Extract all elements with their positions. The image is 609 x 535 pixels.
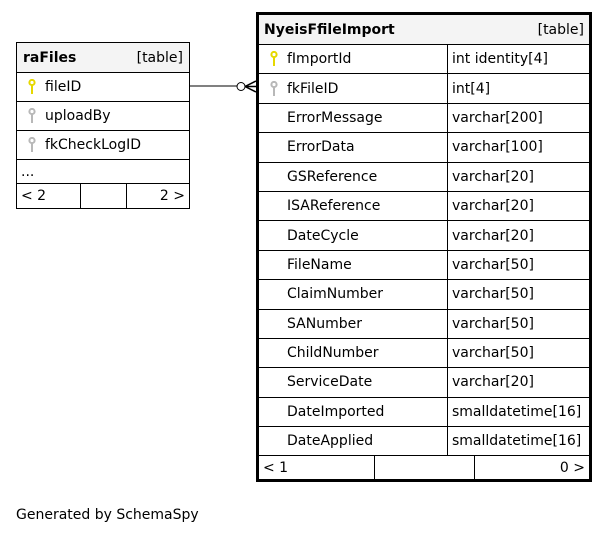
table-footer: < 1 0 > xyxy=(259,456,589,480)
table-nyeisffileimport[interactable]: NyeisFfileImport [table] fImportId int id… xyxy=(256,12,592,483)
column-name: fImportId xyxy=(287,51,352,68)
column-row[interactable]: uploadBy xyxy=(17,102,189,131)
column-type: int[4] xyxy=(447,74,589,103)
column-row[interactable]: DateImported smalldatetime[16] xyxy=(259,397,589,428)
column-name-cell: ErrorData xyxy=(259,133,447,161)
primary-key-icon xyxy=(267,51,281,67)
column-name: GSReference xyxy=(287,168,378,185)
column-name-cell: DateImported xyxy=(259,398,447,426)
foreign-key-icon xyxy=(25,108,39,124)
zero-cardinality-circle xyxy=(236,82,246,91)
column-name-cell: fkFileID xyxy=(259,74,447,102)
column-name-cell: ErrorMessage xyxy=(259,104,447,132)
column-row[interactable]: fkFileID int[4] xyxy=(259,74,589,104)
table-name[interactable]: NyeisFfileImport xyxy=(264,21,395,38)
column-name: ISAReference xyxy=(287,198,381,215)
column-type: int identity[4] xyxy=(447,45,589,74)
column-name-cell: GSReference xyxy=(259,163,447,191)
table-footer: < 2 2 > xyxy=(17,184,189,208)
table-rafiles[interactable]: raFiles [table] fileID uploadBy fkCheckLog… xyxy=(16,42,190,209)
column-type: varchar[50] xyxy=(447,338,589,368)
column-row[interactable]: DateApplied smalldatetime[16] xyxy=(259,427,589,457)
column-name-cell: DateApplied xyxy=(259,427,447,455)
column-name: fkCheckLogID xyxy=(45,137,142,153)
column-name: ServiceDate xyxy=(287,374,373,391)
column-type: varchar[100] xyxy=(447,133,589,162)
column-name-cell: FileName xyxy=(259,251,447,279)
column-name-cell: SANumber xyxy=(259,310,447,338)
column-name-cell: fileID xyxy=(17,73,189,101)
column-row[interactable]: SANumber varchar[50] xyxy=(259,309,589,339)
column-name: DateCycle xyxy=(287,227,359,244)
more-columns-row: ... xyxy=(17,160,189,184)
child-count[interactable]: 0 > xyxy=(559,459,585,476)
ellipsis: ... xyxy=(21,163,35,180)
column-row[interactable]: ISAReference varchar[20] xyxy=(259,191,589,222)
column-row[interactable]: ErrorMessage varchar[200] xyxy=(259,103,589,134)
footer-spacer xyxy=(375,456,475,480)
column-type: varchar[20] xyxy=(447,191,589,221)
column-type: varchar[50] xyxy=(447,280,589,309)
column-name-cell: DateCycle xyxy=(259,221,447,249)
column-name: ChildNumber xyxy=(287,345,379,362)
column-row[interactable]: FileName varchar[50] xyxy=(259,250,589,281)
crows-foot-icon xyxy=(244,80,257,93)
table-header: NyeisFfileImport [table] xyxy=(259,15,589,45)
column-name: SANumber xyxy=(287,315,362,332)
column-type: varchar[20] xyxy=(447,221,589,250)
column-name: DateApplied xyxy=(287,433,374,450)
foreign-key-icon xyxy=(267,80,281,97)
parent-count[interactable]: < 1 xyxy=(259,456,375,480)
column-name: fkFileID xyxy=(287,80,339,97)
column-name: ClaimNumber xyxy=(287,286,384,303)
foreign-key-icon xyxy=(25,137,39,153)
column-name: uploadBy xyxy=(45,108,111,124)
column-name-cell: fkCheckLogID xyxy=(17,131,189,159)
column-name-cell: ISAReference xyxy=(259,192,447,220)
column-row[interactable]: DateCycle varchar[20] xyxy=(259,221,589,251)
column-row[interactable]: ErrorData varchar[100] xyxy=(259,133,589,163)
column-type: smalldatetime[16] xyxy=(447,397,589,427)
column-type: varchar[50] xyxy=(447,309,589,338)
table-type: [table] xyxy=(136,49,183,66)
column-name-cell: ClaimNumber xyxy=(259,280,447,308)
primary-key-icon xyxy=(25,79,39,95)
column-type: smalldatetime[16] xyxy=(447,427,589,456)
table-type: [table] xyxy=(537,21,584,38)
table-header: raFiles [table] xyxy=(17,43,189,73)
column-row[interactable]: GSReference varchar[20] xyxy=(259,162,589,192)
column-name: ErrorData xyxy=(287,139,355,156)
column-type: varchar[200] xyxy=(447,103,589,133)
column-row[interactable]: fileID xyxy=(17,73,189,102)
column-name: FileName xyxy=(287,256,352,273)
column-name-cell: ServiceDate xyxy=(259,368,447,396)
parent-count[interactable]: < 2 xyxy=(17,184,81,208)
column-name: fileID xyxy=(45,79,82,95)
column-name-cell: ChildNumber xyxy=(259,339,447,367)
footer-spacer xyxy=(81,184,127,208)
column-row[interactable]: fImportId int identity[4] xyxy=(259,45,589,75)
column-name-cell: fImportId xyxy=(259,45,447,73)
column-row[interactable]: ClaimNumber varchar[50] xyxy=(259,280,589,310)
column-row[interactable]: fkCheckLogID xyxy=(17,131,189,160)
column-type: varchar[50] xyxy=(447,250,589,280)
column-name: ErrorMessage xyxy=(287,109,383,126)
column-name-cell: uploadBy xyxy=(17,102,189,130)
child-count[interactable]: 2 > xyxy=(159,188,185,204)
column-row[interactable]: ChildNumber varchar[50] xyxy=(259,338,589,369)
generated-by-credit: Generated by SchemaSpy xyxy=(16,507,199,523)
column-row[interactable]: ServiceDate varchar[20] xyxy=(259,368,589,398)
column-type: varchar[20] xyxy=(447,162,589,191)
column-name: DateImported xyxy=(287,403,385,420)
column-type: varchar[20] xyxy=(447,368,589,397)
table-name[interactable]: raFiles xyxy=(23,49,77,66)
